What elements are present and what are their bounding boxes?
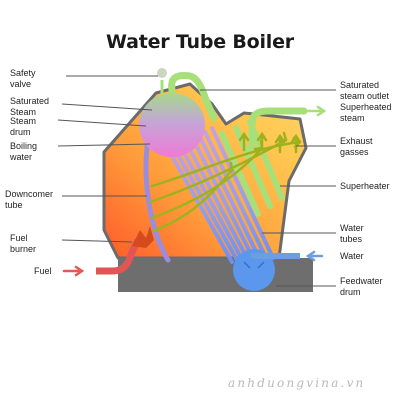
leader-lines <box>57 75 336 287</box>
label-water: Water <box>340 251 364 261</box>
exhaust-gas-arrows <box>148 131 302 234</box>
feedwater-inlet-pipe <box>251 253 300 259</box>
label-downcomer-tube: Downcomer tube <box>5 189 54 210</box>
fuel-pipe <box>96 238 142 275</box>
fuel-burner-flame <box>132 226 154 248</box>
label-feedwater-drum: Feedwater drum <box>340 276 383 297</box>
saturated-steam-pipe <box>168 72 218 122</box>
label-steam-drum: Steam drum <box>10 116 37 137</box>
label-superheater: Superheater <box>340 181 390 191</box>
label-superheated-steam: Superheated steam <box>340 102 392 123</box>
boiler-base <box>118 258 313 292</box>
superheated-steam-pipe <box>248 107 308 154</box>
fuel-inlet-arrow <box>62 265 85 277</box>
water-inlet-arrow <box>305 250 324 262</box>
feedwater-drum <box>233 249 275 291</box>
label-water-tubes: Water tubes <box>340 223 364 244</box>
label-saturated-steam-outlet: Saturated steam outlet <box>340 80 390 101</box>
label-exhaust-gasses: Exhaust gasses <box>340 136 373 157</box>
safety-valve <box>157 68 167 78</box>
watermark-text: anhduongvina.vn <box>228 376 366 390</box>
superheated-steam-arrow <box>306 105 327 117</box>
steam-drum <box>139 93 205 157</box>
label-fuel: Fuel <box>34 266 52 276</box>
label-safety-valve: Safety valve <box>10 68 36 89</box>
label-saturated-steam: Saturated Steam <box>10 96 50 117</box>
diagram-title: Water Tube Boiler <box>106 31 294 53</box>
label-boiling-water: Boiling water <box>10 141 38 162</box>
label-fuel-burner: Fuel burner <box>10 233 37 254</box>
